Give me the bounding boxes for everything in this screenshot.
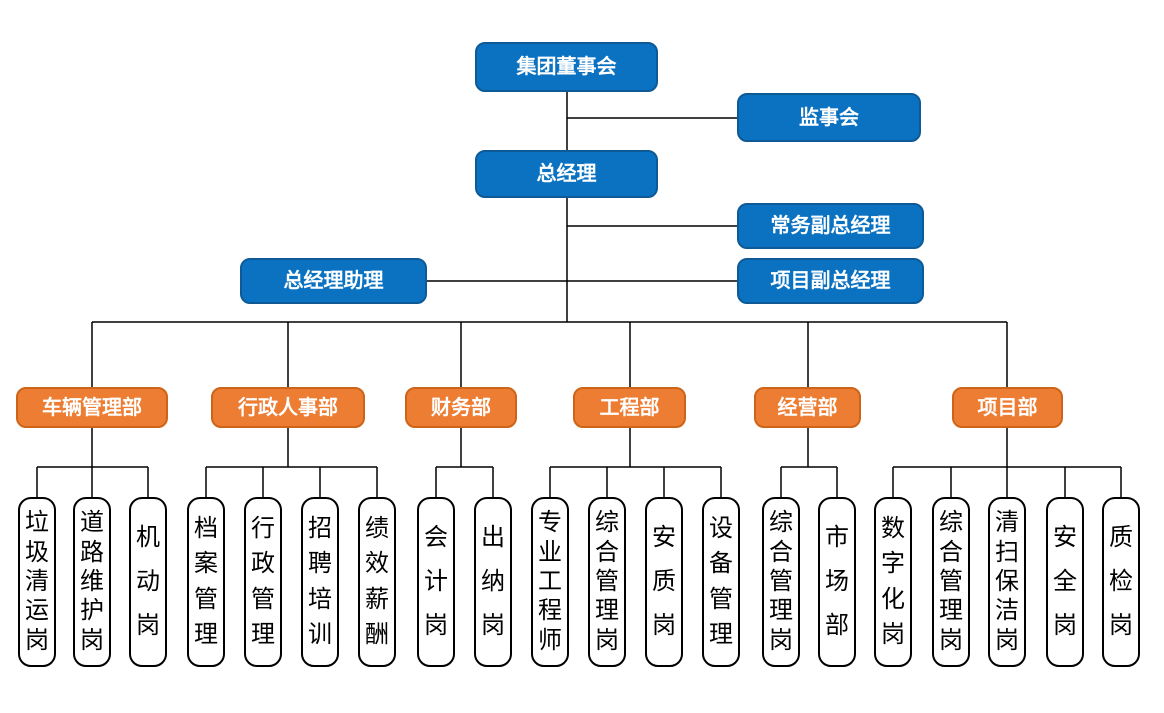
node-post-recruitment-training: 招聘培训: [301, 497, 339, 667]
node-exec-deputy-gm: 常务副总经理: [737, 203, 924, 249]
node-post-admin-management: 行政管理: [244, 497, 282, 667]
node-supervisory-board: 监事会: [737, 93, 921, 142]
node-post-general-mgmt-engineering: 综合管理岗: [588, 497, 626, 667]
node-dept-vehicle-management: 车辆管理部: [16, 387, 168, 428]
node-post-quality-inspection: 质检岗: [1102, 497, 1140, 667]
node-post-garbage-collection: 垃圾清运岗: [18, 497, 56, 667]
node-dept-business: 经营部: [754, 387, 861, 428]
connector-engineering-dept-posts: [549, 428, 722, 497]
node-post-cleaning: 清扫保洁岗: [988, 497, 1026, 667]
node-dept-engineering: 工程部: [573, 387, 686, 428]
node-post-road-maintenance: 道路维护岗: [73, 497, 111, 667]
node-post-accounting: 会计岗: [417, 497, 455, 667]
node-post-professional-engineer: 专业工程师: [531, 497, 569, 667]
node-post-general-mgmt-project: 综合管理岗: [932, 497, 970, 667]
node-dept-project: 项目部: [952, 387, 1063, 428]
node-post-safety-quality: 安质岗: [645, 497, 683, 667]
connector-vehicle-dept-posts: [36, 428, 149, 497]
node-gm-assistant: 总经理助理: [240, 258, 427, 304]
node-post-market: 市场部: [818, 497, 856, 667]
node-project-deputy-gm: 项目副总经理: [737, 258, 924, 304]
node-post-performance-compensation: 绩效薪酬: [358, 497, 396, 667]
node-post-general-mgmt-business: 综合管理岗: [762, 497, 800, 667]
connector-department-rail: [91, 321, 1008, 387]
node-post-digitalization: 数字化岗: [874, 497, 912, 667]
node-post-cashier: 出纳岗: [474, 497, 512, 667]
node-dept-admin-hr: 行政人事部: [211, 387, 365, 428]
node-general-manager: 总经理: [475, 150, 658, 198]
node-post-mobile: 机动岗: [129, 497, 167, 667]
connector-project-dept-posts: [892, 428, 1122, 497]
connector-finance-dept-posts: [435, 428, 494, 497]
connector-business-dept-posts: [780, 428, 838, 497]
node-post-archives-management: 档案管理: [187, 497, 225, 667]
node-post-equipment-management: 设备管理: [702, 497, 740, 667]
node-post-safety: 安全岗: [1046, 497, 1084, 667]
connector-admin-hr-dept-posts: [205, 428, 378, 497]
connector-executive-trunk: [427, 92, 737, 322]
node-dept-finance: 财务部: [405, 387, 517, 428]
node-group-board: 集团董事会: [475, 42, 658, 92]
